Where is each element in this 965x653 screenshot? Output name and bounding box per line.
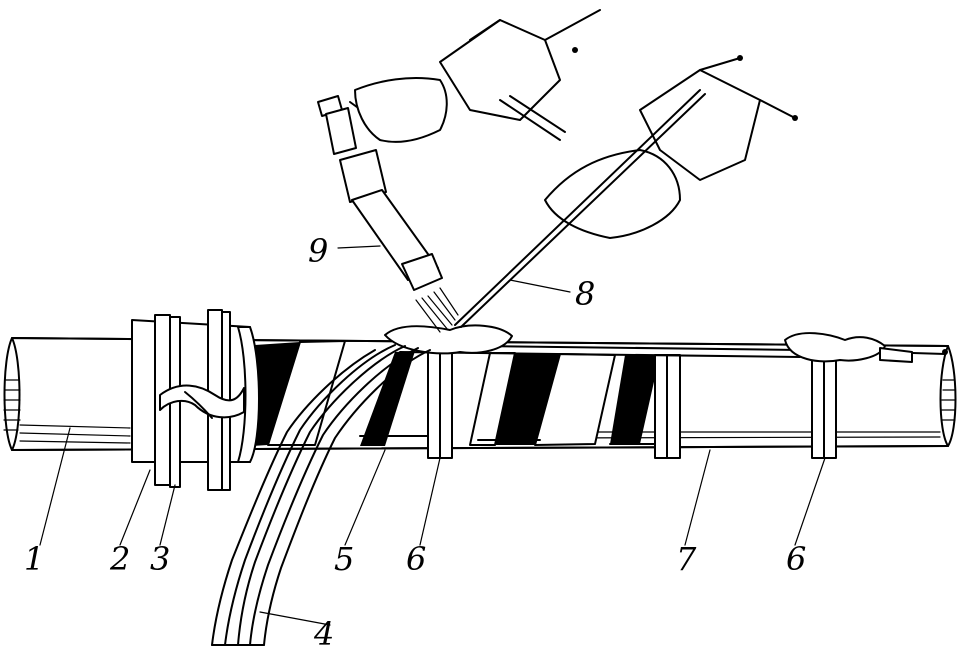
right-hand-holding-rod: [544, 55, 798, 239]
callout-6-right: 6: [786, 540, 806, 578]
clamp-assembly: [131, 309, 260, 491]
callout-6-left: 6: [406, 540, 426, 578]
callouts: 1 2 3 4 5 6 7 6 8 9: [24, 232, 806, 653]
left-hand-holding-torch: [354, 9, 601, 143]
leader-lines: [39, 245, 826, 626]
band-6-left: [427, 347, 453, 459]
callout-4: 4: [313, 615, 334, 653]
torch: [317, 95, 459, 333]
spiral-tape-wrap: [238, 340, 661, 447]
callout-3: 3: [150, 540, 170, 578]
callout-7: 7: [676, 540, 697, 578]
callout-8: 8: [575, 275, 595, 313]
callout-9: 9: [308, 232, 328, 270]
callout-1: 1: [24, 540, 44, 578]
band-6-right: [811, 357, 837, 459]
filler-rod: [454, 89, 706, 328]
band-mid: [654, 354, 681, 459]
callout-2: 2: [109, 540, 130, 578]
callout-5: 5: [334, 540, 354, 578]
solder-deposits: [384, 324, 913, 363]
cable-bundle: [211, 344, 431, 646]
